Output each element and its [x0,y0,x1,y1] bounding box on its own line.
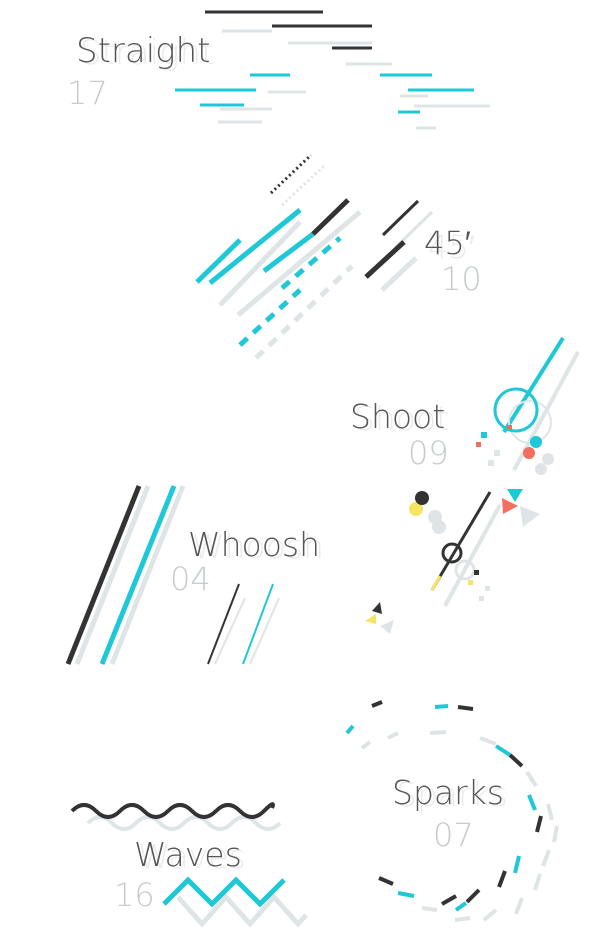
sparks-title-shadow: Sparks [396,775,508,814]
hit-cluster [365,489,540,634]
shoot-title: Shoot [350,397,445,436]
shoot-dot-gray-2 [535,463,547,475]
waves-title: Waves [134,835,242,874]
zigzag-shadow [176,893,308,928]
whoosh-count: 04 [170,560,211,598]
deg45-group: 45′ 45′ 10 [195,153,482,360]
shoot-square-cyan [481,432,487,438]
whoosh-title: Whoosh [188,525,320,564]
hit-small-triangle-dark [372,602,382,614]
whoosh-group: Whoosh Whoosh 04 [65,485,324,665]
hit-square-gray-1 [485,586,490,591]
hit-square-yellow [468,580,473,585]
hit-square-gray-2 [479,596,484,601]
shoot-square-gray-1 [494,450,500,456]
shoot-count: 09 [408,434,449,472]
whoosh-lines [65,485,280,665]
shoot-dot-cyan [530,436,542,448]
shoot-square-salmon [476,442,481,447]
wave-line [70,802,275,819]
straight-group: Straight Straight 17 [67,10,490,130]
straight-count: 17 [67,74,108,112]
sparks-spiral-dashes [345,700,559,922]
hit-dot-dark [415,491,429,505]
hit-triangle-cyan [507,489,523,502]
hit-triangle-salmon [502,498,518,514]
deg45-count: 10 [441,260,482,298]
waves-count: 16 [114,876,155,914]
shoot-ring [493,387,539,433]
waves-group: Waves Waves 16 [70,802,308,928]
hit-dot-gray-2 [432,520,446,534]
deg45-lines [195,153,434,360]
hit-line-shadow [443,504,502,607]
deg45-title-shadow: 45′ [428,228,475,266]
shoot-dot-salmon [523,447,535,459]
sparks-title: Sparks [392,773,504,812]
hit-square-dark [474,570,479,575]
straight-title: Straight [76,31,210,71]
shoot-square-gray-2 [488,460,494,466]
shoot-dot-gray-1 [542,453,554,465]
shoot-title-shadow: Shoot [354,399,449,438]
shoot-group: Shoot Shoot 09 [350,336,580,475]
sparks-count: 07 [433,816,474,854]
hit-line-tip [430,575,442,591]
zigzag-line [162,876,286,908]
shoot-trail [502,336,565,434]
straight-title-shadow: Straight [80,33,214,73]
hit-triangle-gray [520,506,540,527]
waves-title-shadow: Waves [138,837,246,876]
deg45-title: 45′ [424,224,471,262]
hit-dot-yellow [409,502,423,516]
hit-small-triangle-yellow [365,614,376,624]
whoosh-title-shadow: Whoosh [192,527,324,566]
shoot-spark-square [507,425,512,430]
sparks-group: Sparks Sparks 07 [345,700,559,922]
shoot-ring-shadow [508,400,552,444]
straight-lines [175,10,490,130]
hit-line [430,491,492,591]
hit-ring [441,542,463,564]
hit-small-triangle-gray [380,620,394,634]
